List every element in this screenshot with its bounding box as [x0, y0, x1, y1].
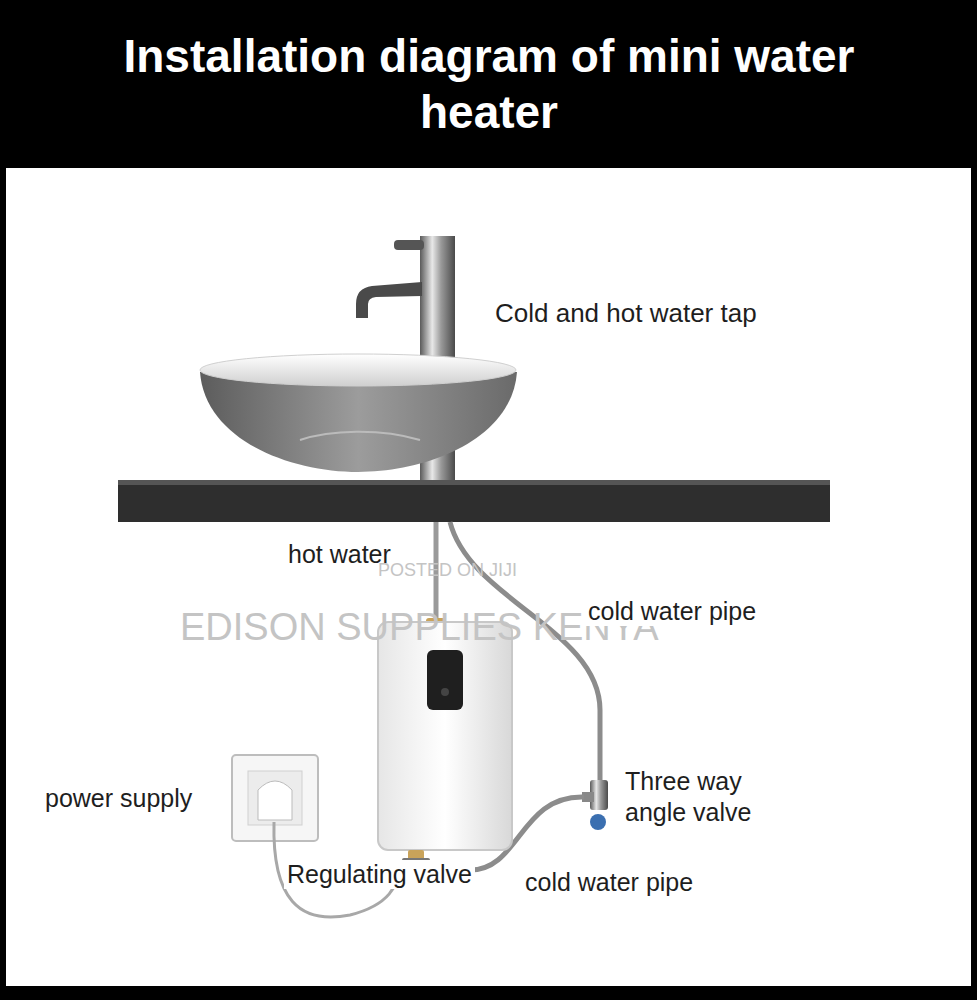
part-label: Cold and hot water tap [492, 298, 760, 329]
title: Installation diagram of mini water heate… [94, 28, 884, 140]
watermark: POSTED ON JIJI [378, 560, 517, 581]
part-label: cold water pipe [585, 597, 759, 626]
part-label: power supply [42, 784, 195, 813]
part-label: Three way angle valve [622, 766, 793, 828]
part-label: Regulating valve [284, 860, 475, 889]
part-label: cold water pipe [522, 868, 696, 897]
part-label: hot water [285, 540, 394, 569]
